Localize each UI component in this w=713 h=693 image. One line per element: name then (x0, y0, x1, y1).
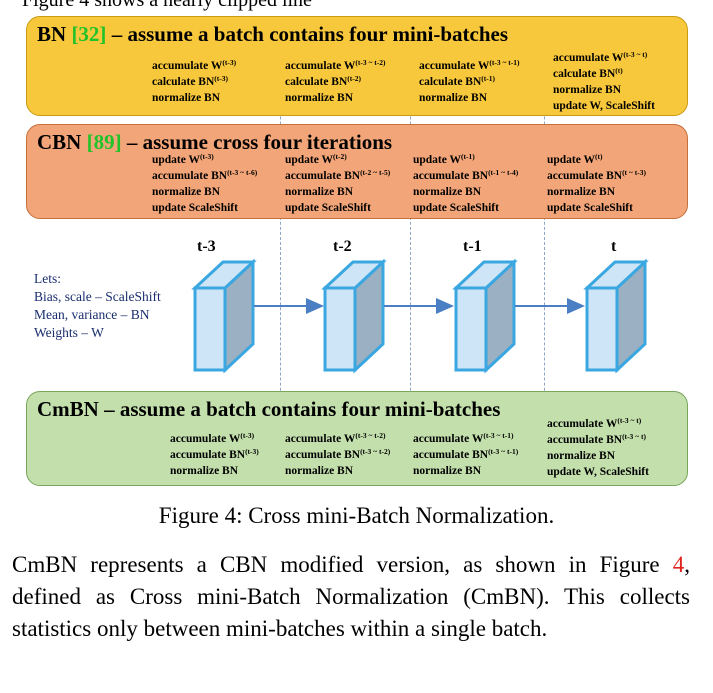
step-line: normalize BN (419, 92, 488, 104)
step-line: update W, ScaleShift (547, 466, 649, 478)
step-line: accumulate W(t-3) (170, 431, 255, 445)
step-line: accumulate W(t-3 ~ t-1) (413, 431, 514, 445)
step-line: calculate BN(t-1) (419, 74, 496, 88)
step-line: update W, ScaleShift (553, 100, 655, 112)
mini-batch-block (191, 258, 257, 374)
step-line: update ScaleShift (413, 202, 499, 214)
step-line: accumulate BN(t-3 ~ t) (547, 432, 646, 446)
cmbn-step-column: accumulate W(t-3 ~ t-2) accumulate BN(t-3… (285, 431, 390, 479)
step-line: accumulate W(t-3 ~ t-2) (285, 431, 386, 445)
step-line: calculate BN(t-3) (152, 74, 229, 88)
bn-step-column: accumulate W(t-3 ~ t) calculate BN(t) norm… (553, 50, 655, 114)
step-line: accumulate BN(t-3 ~ t-2) (285, 447, 391, 461)
legend-line: Bias, scale – ScaleShift (34, 289, 161, 304)
step-line: accumulate W(t-3) (152, 58, 237, 72)
cbn-step-column: update W(t-3) accumulate BN(t-3 ~ t-6) nor… (152, 152, 257, 216)
block-front-face (193, 286, 227, 372)
step-line: accumulate W(t-3 ~ t) (547, 416, 642, 430)
block-front-face (454, 286, 488, 372)
cbn-step-column: update W(t) accumulate BN(t ~ t-3) normali… (547, 152, 646, 216)
cbn-panel: CBN [89] – assume cross four iterations … (26, 124, 688, 219)
step-line: normalize BN (413, 186, 482, 198)
step-line: accumulate BN(t ~ t-3) (547, 168, 646, 182)
divider-line (280, 16, 281, 486)
mini-batch-block (321, 258, 387, 374)
cbn-title-ref: [89] (86, 130, 122, 154)
paragraph-text: CmBN represents a CBN modified version, … (12, 552, 673, 577)
step-line: normalize BN (152, 92, 221, 104)
cbn-title-prefix: CBN (37, 130, 82, 154)
cbn-title: CBN [89] – assume cross four iterations (37, 130, 392, 155)
step-line: accumulate W(t-3 ~ t-2) (285, 58, 386, 72)
step-line: normalize BN (547, 186, 616, 198)
time-label: t (611, 238, 617, 255)
bn-step-column: accumulate W(t-3 ~ t-1) calculate BN(t-1)… (419, 58, 520, 106)
step-line: normalize BN (285, 186, 354, 198)
step-line: accumulate BN(t-2 ~ t-5) (285, 168, 391, 182)
block-front-face (323, 286, 357, 372)
step-line: normalize BN (285, 92, 354, 104)
step-line: accumulate BN(t-3 ~ t-6) (152, 168, 258, 182)
step-line: accumulate W(t-3 ~ t-1) (419, 58, 520, 72)
cmbn-title: CmBN – assume a batch contains four mini… (37, 397, 501, 421)
step-line: accumulate BN(t-3 ~ t-1) (413, 447, 519, 461)
step-line: normalize BN (285, 465, 354, 477)
bn-step-column: accumulate W(t-3) calculate BN(t-3) normal… (152, 58, 236, 106)
step-line: accumulate BN(t-1 ~ t-4) (413, 168, 519, 182)
step-line: calculate BN(t-2) (285, 74, 362, 88)
legend-lets: Lets: Bias, scale – ScaleShift Mean, var… (34, 270, 161, 342)
bn-title-ref: [32] (71, 22, 107, 46)
step-line: update ScaleShift (152, 202, 238, 214)
cbn-step-column: update W(t-1) accumulate BN(t-1 ~ t-4) nor… (413, 152, 518, 216)
time-label: t-3 (197, 238, 216, 255)
step-line: normalize BN (547, 450, 616, 462)
step-line: normalize BN (152, 186, 221, 198)
cbn-step-column: update W(t-2) accumulate BN(t-2 ~ t-5) nor… (285, 152, 390, 216)
cmbn-panel: CmBN – assume a batch contains four mini… (26, 391, 688, 486)
divider-line (410, 16, 411, 486)
step-line: normalize BN (413, 465, 482, 477)
mini-batch-block (583, 258, 649, 374)
step-line: update W(t-3) (152, 152, 214, 166)
block-front-face (585, 286, 619, 372)
paragraph-text: , defined as Cross mini-Batch Normalizat… (12, 552, 690, 641)
step-line: update ScaleShift (547, 202, 633, 214)
step-line: accumulate W(t-3 ~ t) (553, 50, 648, 64)
cbn-title-suffix: – assume cross four iterations (126, 130, 393, 154)
clipped-text-line: Figure 4 shows a nearly clipped line (22, 0, 312, 11)
body-paragraph: CmBN represents a CBN modified version, … (12, 549, 690, 645)
legend-line: Weights – W (34, 325, 104, 340)
bn-title: BN [32] – assume a batch contains four m… (37, 22, 508, 47)
step-line: calculate BN(t) (553, 66, 623, 80)
legend-line: Lets: (34, 271, 61, 286)
bn-title-suffix: – assume a batch contains four mini-batc… (111, 22, 508, 46)
time-label: t-1 (463, 238, 482, 255)
legend-line: Mean, variance – BN (34, 307, 150, 322)
step-line: normalize BN (553, 84, 622, 96)
time-label: t-2 (333, 238, 352, 255)
step-line: update W(t) (547, 152, 603, 166)
divider-line (544, 16, 545, 486)
step-line: update ScaleShift (285, 202, 371, 214)
cmbn-step-column: accumulate W(t-3) accumulate BN(t-3) norma… (170, 431, 259, 479)
cmbn-step-column: accumulate W(t-3 ~ t) accumulate BN(t-3 ~… (547, 416, 649, 480)
step-line: update W(t-1) (413, 152, 475, 166)
figure-link[interactable]: 4 (672, 552, 685, 577)
bn-title-prefix: BN (37, 22, 67, 46)
bn-panel: BN [32] – assume a batch contains four m… (26, 16, 688, 116)
step-line: normalize BN (170, 465, 239, 477)
step-line: update W(t-2) (285, 152, 347, 166)
step-line: accumulate BN(t-3) (170, 447, 259, 461)
mini-batch-block (452, 258, 518, 374)
bn-step-column: accumulate W(t-3 ~ t-2) calculate BN(t-2)… (285, 58, 386, 106)
figure-caption: Figure 4: Cross mini-Batch Normalization… (158, 503, 555, 528)
cmbn-step-column: accumulate W(t-3 ~ t-1) accumulate BN(t-3… (413, 431, 518, 479)
